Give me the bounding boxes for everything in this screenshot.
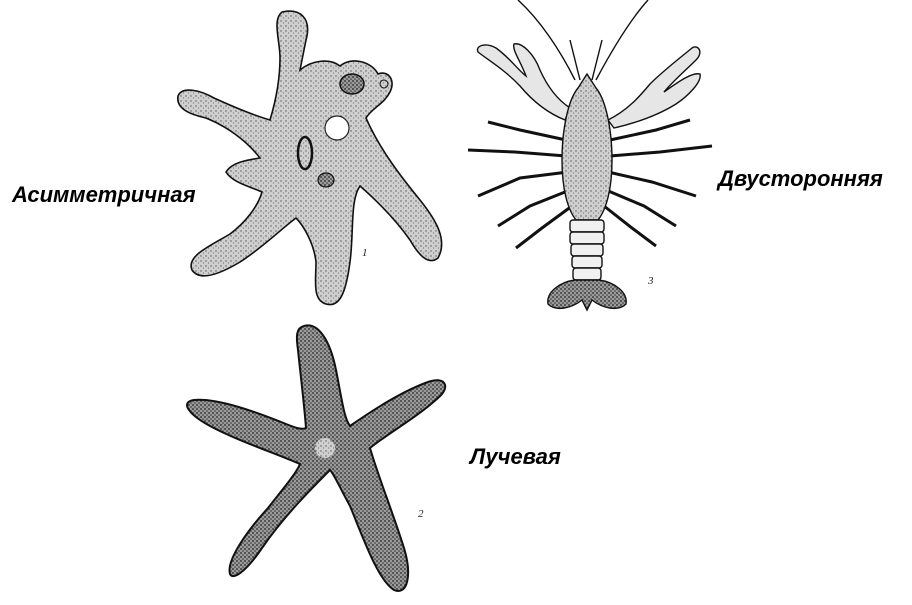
starfish-drawing <box>187 325 445 591</box>
crayfish-abdomen <box>570 220 604 280</box>
crayfish-leg <box>478 172 568 196</box>
crayfish-drawing <box>468 0 712 310</box>
starfish-body <box>187 325 445 591</box>
amoeba-contractile-vacuole <box>325 116 349 140</box>
crayfish-leg <box>498 190 570 226</box>
crayfish-leg <box>468 150 566 156</box>
amoeba-body <box>178 11 442 304</box>
crayfish-leg <box>488 122 566 140</box>
amoeba-food-vacuole <box>340 74 364 94</box>
amoeba-food-vacuole-small <box>318 173 334 187</box>
crayfish-antenna-right <box>596 0 648 80</box>
figure-number-amoeba: 1 <box>362 247 368 259</box>
label-radial: Лучевая <box>470 444 561 470</box>
crayfish-leg <box>606 190 676 226</box>
crayfish-tail-fan <box>548 280 626 310</box>
crayfish-leg <box>516 206 572 248</box>
crayfish-leg <box>604 206 656 246</box>
crayfish-cephalothorax <box>562 74 612 220</box>
figure-number-crayfish: 3 <box>648 275 654 287</box>
amoeba-drawing <box>178 11 442 304</box>
label-bilateral: Двусторонняя <box>718 166 883 192</box>
label-asymmetric: Асимметричная <box>12 182 196 208</box>
crayfish-leg <box>608 172 696 196</box>
figure-number-starfish: 2 <box>418 508 424 520</box>
crayfish-claw-left <box>477 44 570 120</box>
crayfish-claw-right <box>608 47 700 128</box>
crayfish-leg <box>610 146 712 156</box>
starfish-center <box>315 438 335 458</box>
